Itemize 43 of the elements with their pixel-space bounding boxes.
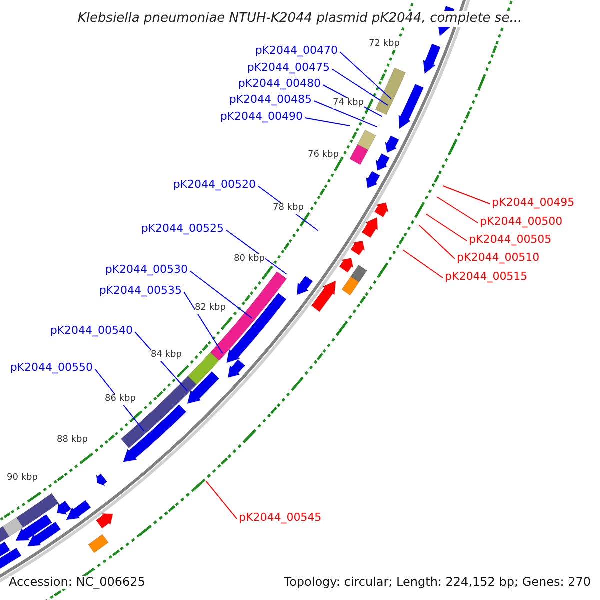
leader-line: [190, 270, 253, 319]
gene-label: pK2044_00500: [480, 215, 563, 228]
gene-label: pK2044_00540: [50, 324, 133, 337]
scale-label: 86 kbp: [105, 394, 136, 405]
leader-line: [314, 100, 378, 128]
scale-label: 82 kbp: [195, 303, 226, 314]
leader-line: [402, 250, 444, 278]
scale-label: 90 kbp: [7, 473, 38, 484]
gene-label: pK2044_00495: [492, 196, 575, 209]
leader-line: [206, 480, 238, 520]
scale-label: 74 kbp: [333, 98, 364, 109]
leader-line: [442, 186, 490, 204]
gene-label: pK2044_00550: [10, 361, 93, 374]
gene-label: pK2044_00510: [457, 251, 540, 264]
scale-label: 76 kbp: [308, 150, 339, 161]
leader-line: [426, 214, 468, 242]
gene-label: pK2044_00475: [247, 61, 330, 74]
gene-label: pK2044_00535: [99, 284, 182, 297]
gene-label: pK2044_00485: [229, 93, 312, 106]
leader-line: [226, 230, 288, 275]
scale-label: 72 kbp: [369, 39, 400, 50]
leader-line: [418, 224, 456, 260]
diagram-title: Klebsiella pneumoniae NTUH-K2044 plasmid pK2044, complete se...: [78, 11, 522, 27]
gene-label: pK2044_00545: [239, 511, 322, 524]
gene-label: pK2044_00530: [105, 263, 188, 276]
scale-label: 84 kbp: [151, 350, 182, 361]
leader-line: [184, 292, 224, 354]
gene-label: pK2044_00525: [141, 222, 224, 235]
gene-label: pK2044_00480: [238, 77, 321, 90]
scale-label: 78 kbp: [273, 203, 304, 214]
scale-label: 80 kbp: [234, 254, 265, 265]
gene-label: pK2044_00505: [469, 233, 552, 246]
footer-text: Accession: NC_006625: [9, 576, 146, 589]
leader-line: [340, 52, 392, 100]
scale-label: 88 kbp: [57, 435, 88, 446]
gene-label: pK2044_00520: [173, 178, 256, 191]
gene-label: pK2044_00515: [445, 270, 528, 283]
leader-line: [304, 118, 350, 126]
gene-label: pK2044_00490: [220, 110, 303, 123]
leader-line: [436, 196, 478, 224]
footer-text: Topology: circular; Length: 224,152 bp; Genes: 270: [284, 576, 591, 589]
leader-line: [332, 68, 388, 106]
gene-label: pK2044_00470: [255, 44, 338, 57]
